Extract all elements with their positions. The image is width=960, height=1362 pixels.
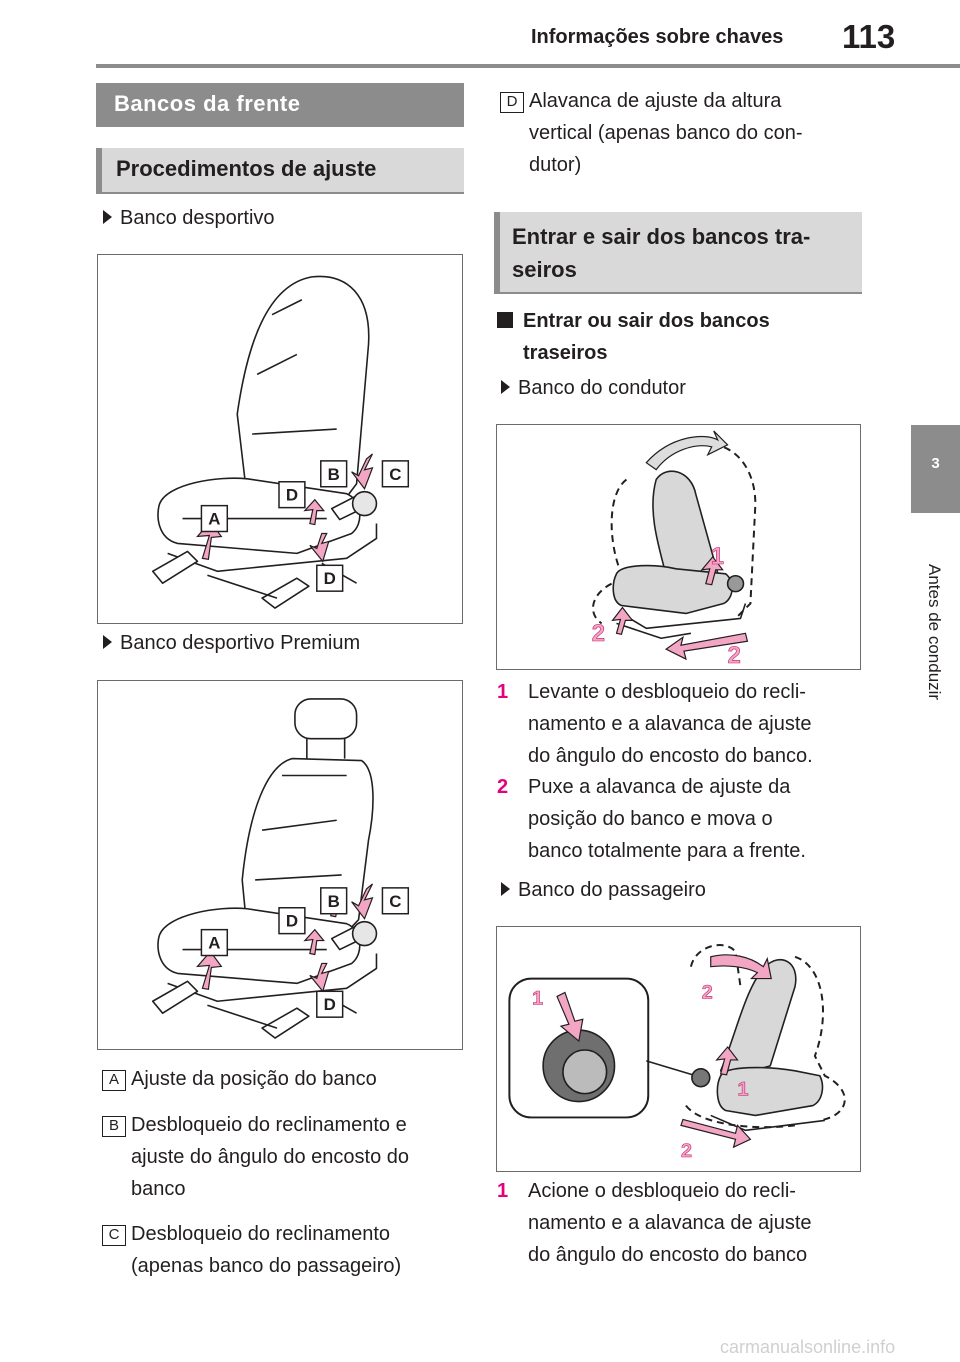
page-number: 113 <box>842 18 896 55</box>
fig2-label-a: A <box>208 934 220 953</box>
header-rule <box>96 64 960 68</box>
bullet-passenger-seat: Banco do passageiro <box>501 879 706 902</box>
step-number: 1 <box>497 681 509 703</box>
fig4-step-2-bottom: 2 <box>681 1140 692 1162</box>
item-d: D Alavanca de ajuste da altura vertical … <box>500 85 859 181</box>
fig4-step-1-seat: 1 <box>738 1079 749 1101</box>
seat-illustration-icon: A D B C D <box>151 698 410 1039</box>
heading-rear-access: Entrar ou sair dos bancos traseiros <box>497 305 837 369</box>
item-c: C Desbloqueio do reclinamento (apenas ba… <box>102 1218 461 1282</box>
fig2-label-c: C <box>389 892 401 911</box>
step-number: 1 <box>497 1180 509 1202</box>
figure-premium-seat: A D B C D <box>97 680 463 1050</box>
chapter-number: 3 <box>931 455 940 472</box>
subsection-title-rear-seats: Entrar e sair dos bancos tra- seiros <box>494 212 862 294</box>
bullet-triangle-icon <box>501 380 510 394</box>
chapter-tab <box>911 425 960 513</box>
seat-fold-illustration-icon: 1 2 2 <box>591 430 757 669</box>
footer-watermark: carmanualsonline.info <box>720 1337 896 1357</box>
seat-fold-illustration-icon: 1 2 1 2 <box>508 944 846 1162</box>
fig2-label-d-top: D <box>286 912 298 931</box>
fig2-label-d-bottom: D <box>324 995 336 1014</box>
fig1-label-c: C <box>389 465 401 484</box>
figure-driver-seat-entry: 1 2 2 <box>496 424 861 670</box>
item-letter-box: A <box>102 1070 126 1091</box>
fig3-step-2-left: 2 <box>592 620 605 647</box>
figure-passenger-seat-entry: 1 2 1 2 <box>496 926 861 1172</box>
item-a: A Ajuste da posição do banco <box>102 1063 461 1095</box>
subsection-title: Procedimentos de ajuste <box>96 148 464 194</box>
fig3-step-2-right: 2 <box>728 642 741 669</box>
bullet-triangle-icon <box>501 882 510 896</box>
seat-illustration-icon: A D B C D <box>151 275 410 609</box>
bullet-premium-seat: Banco desportivo Premium <box>103 632 360 655</box>
step-number: 2 <box>497 776 509 798</box>
item-letter-box: C <box>102 1225 126 1246</box>
header-title: Informações sobre chaves <box>531 26 784 48</box>
bullet-driver-seat: Banco do condutor <box>501 377 686 400</box>
step-passenger-1: 1 Acione o desbloqueio do recli- namento… <box>497 1175 858 1271</box>
fig2-label-b: B <box>328 892 340 911</box>
step-driver-1: 1 Levante o desbloqueio do recli- nament… <box>497 676 858 772</box>
chapter-label: Antes de conduzir <box>925 564 944 701</box>
item-b: B Desbloqueio do reclinamento e ajuste d… <box>102 1109 461 1205</box>
fig1-label-a: A <box>208 510 220 529</box>
item-letter-box: D <box>500 92 524 113</box>
bullet-triangle-icon <box>103 635 112 649</box>
fig4-step-2-top: 2 <box>702 981 713 1003</box>
fig3-step-1: 1 <box>711 543 724 570</box>
fig1-label-d-top: D <box>286 486 298 505</box>
fig1-label-d-bottom: D <box>324 569 336 588</box>
bullet-triangle-icon <box>103 210 112 224</box>
section-title: Bancos da frente <box>96 83 464 127</box>
square-bullet-icon <box>497 312 513 328</box>
step-driver-2: 2 Puxe a alavanca de ajuste da posição d… <box>497 771 858 867</box>
bullet-sport-seat: Banco desportivo <box>103 207 275 230</box>
figure-sport-seat: A D B C D <box>97 254 463 624</box>
fig1-label-b: B <box>328 465 340 484</box>
fig4-step-1-inset: 1 <box>532 987 543 1009</box>
item-letter-box: B <box>102 1116 126 1137</box>
